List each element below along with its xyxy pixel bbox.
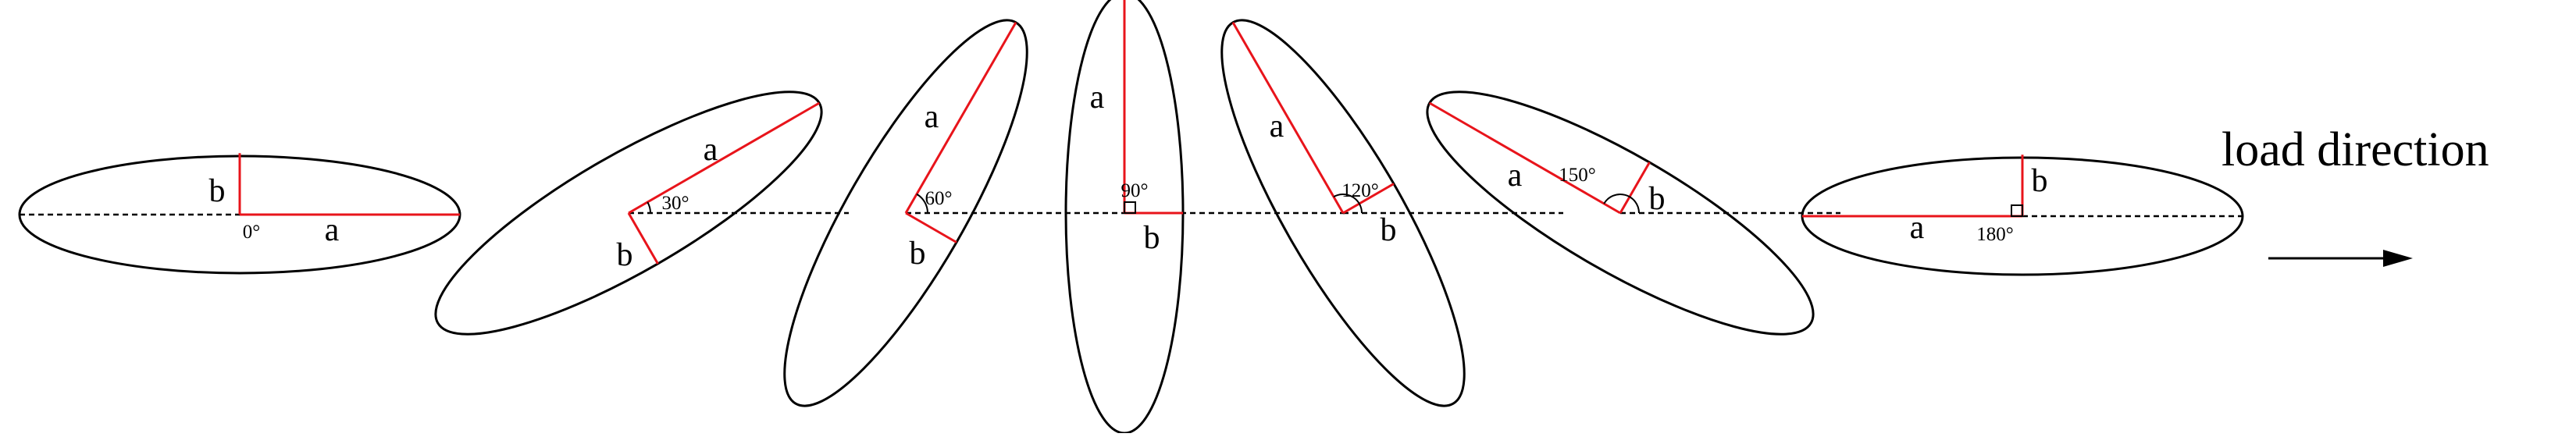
axis-b-label: b (617, 237, 633, 273)
ellipse-outline (783, 19, 1028, 407)
axis-a-label: a (1090, 80, 1105, 115)
semi-axis-a (628, 101, 820, 215)
angle-arc (647, 201, 651, 214)
axis-b-label: b (209, 173, 226, 209)
semi-axis-b (627, 212, 659, 265)
ellipse-group-180: a b 180° (1801, 155, 2244, 276)
ellipse-group-30: a b 30° (434, 91, 849, 336)
angle-label: 60° (925, 188, 953, 209)
axis-b-label: b (1649, 181, 1666, 217)
axis-a-label: a (704, 132, 718, 168)
ellipse-group-150: a b 150° (1426, 91, 1840, 336)
axis-a-label: a (325, 212, 340, 248)
axis-b-label: b (1144, 220, 1160, 256)
ellipse-group-90: a b 90° (1064, 0, 1345, 435)
ellipse-group-60: a b 60° (783, 19, 1126, 407)
semi-axis-b (1342, 183, 1395, 215)
angle-label: 150° (1559, 165, 1596, 186)
angle-label: 30° (662, 193, 689, 214)
angle-arc (1333, 194, 1363, 214)
axis-a-label: a (925, 99, 939, 135)
angle-label: 120° (1341, 180, 1379, 201)
axis-a-label: a (1270, 108, 1284, 144)
angle-label: 90° (1121, 180, 1149, 201)
axis-b-label: b (1381, 212, 1397, 248)
ellipse-outline (1220, 19, 1466, 407)
semi-axis-b (1619, 162, 1651, 214)
semi-axis-a (1429, 101, 1621, 215)
angle-arc (1603, 194, 1640, 214)
angle-arc (916, 193, 928, 214)
right-angle-marker (2011, 204, 2023, 217)
right-angle-marker (1124, 201, 1136, 214)
angle-label: 0° (243, 222, 261, 243)
axis-b-label: b (2032, 163, 2048, 199)
angle-label: 180° (1976, 224, 2014, 245)
load-direction-label: load direction (2221, 123, 2489, 176)
semi-axis-a (904, 22, 1017, 214)
axis-b-label: b (910, 236, 926, 272)
load-direction-indicator: load direction (2221, 123, 2489, 267)
semi-axis-a (1231, 22, 1345, 214)
axis-a-label: a (1508, 158, 1523, 194)
load-direction-arrow-head (2383, 250, 2413, 267)
semi-axis-b (905, 211, 957, 243)
ellipse-group-0: a b 0° (18, 153, 461, 275)
axis-a-label: a (1910, 210, 1925, 246)
